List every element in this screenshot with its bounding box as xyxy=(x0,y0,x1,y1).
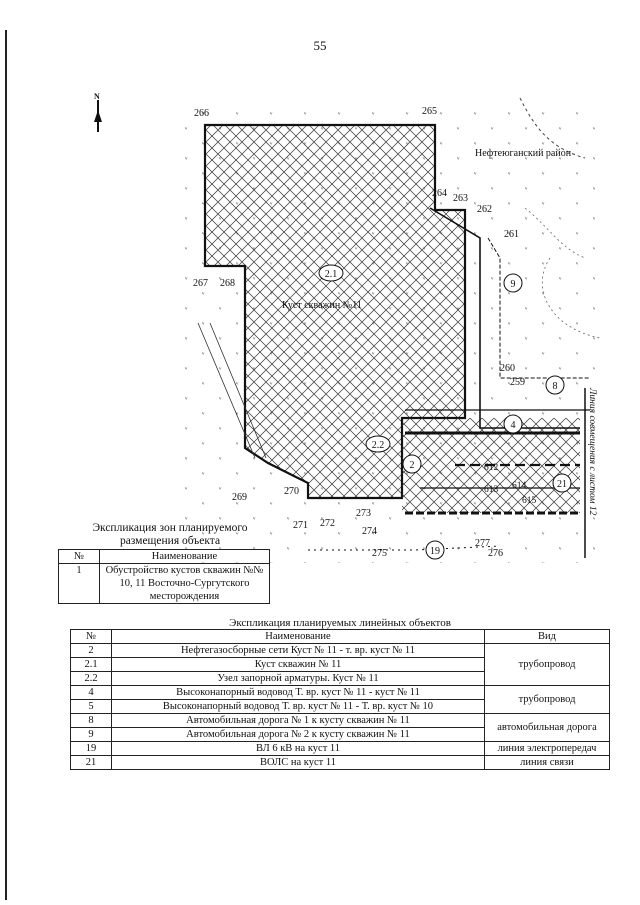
zones-header-row: № Наименование xyxy=(58,549,270,564)
object-4-label: 4 xyxy=(511,420,516,431)
linear-cell-vid: линия связи xyxy=(484,755,610,770)
table-row: 1 Обустройство кустов скважин №№ 10, 11 … xyxy=(58,563,270,604)
point-261: 261 xyxy=(504,229,519,240)
page-edge-rule xyxy=(5,30,7,900)
zones-header-name: Наименование xyxy=(99,549,270,564)
linear-cell-num: 8 xyxy=(70,713,112,728)
linear-caption: Экспликация планируемых линейных объекто… xyxy=(229,617,451,629)
linear-cell-num: 2.2 xyxy=(70,671,112,686)
linear-header-num: № xyxy=(70,629,112,644)
point-262: 262 xyxy=(477,204,492,215)
cluster-label: Куст скважин №11 xyxy=(282,300,362,311)
dashed-contour xyxy=(524,207,601,339)
linear-cell-vid: трубопровод xyxy=(484,685,610,714)
point-277: 277 xyxy=(475,538,490,549)
point-263: 263 xyxy=(453,193,468,204)
zones-header-num: № xyxy=(58,549,100,564)
object-9-label: 9 xyxy=(511,279,516,290)
linear-header-name: Наименование xyxy=(111,629,485,644)
linear-cell-name: Нефтегазосборные сети Куст № 11 - т. вр.… xyxy=(111,643,485,658)
linear-cell-name: Куст скважин № 11 xyxy=(111,657,485,672)
object-21-label: 21 xyxy=(557,479,567,490)
point-273: 273 xyxy=(356,508,371,519)
linear-cell-vid: трубопровод xyxy=(484,643,610,686)
point-276: 276 xyxy=(488,548,503,559)
zones-table: № Наименование 1 Обустройство кустов скв… xyxy=(58,549,270,604)
object-19-label: 19 xyxy=(430,546,440,557)
linear-cell-name: ВОЛС на куст 11 xyxy=(111,755,485,770)
zones-cell-num: 1 xyxy=(58,563,100,604)
object-2-2-label: 2.2 xyxy=(372,440,385,451)
zones-caption: Экспликация зон планируемого размещения … xyxy=(92,522,248,547)
vl-19 xyxy=(308,545,501,551)
linear-cell-num: 19 xyxy=(70,741,112,756)
district-label: Нефтеюганский район xyxy=(475,148,572,159)
line-613-label: 613 xyxy=(484,485,499,495)
sheet-match-label: Линия совмещения с листом 12 xyxy=(587,387,597,516)
zones-cell-name: Обустройство кустов скважин №№ 10, 11 Во… xyxy=(99,563,270,604)
point-274: 274 xyxy=(362,526,377,537)
object-8-label: 8 xyxy=(553,381,558,392)
north-label: N xyxy=(94,92,100,101)
object-2-label: 2 xyxy=(410,460,415,471)
page-number: 55 xyxy=(313,38,327,53)
point-264: 264 xyxy=(432,188,447,199)
point-259: 259 xyxy=(510,377,525,388)
linear-cell-num: 9 xyxy=(70,727,112,742)
linear-cell-name: Автомобильная дорога № 2 к кусту скважин… xyxy=(111,727,485,742)
linear-cell-name: Высоконапорный водовод Т. вр. куст № 11 … xyxy=(111,699,485,714)
linear-header-row: № Наименование Вид xyxy=(70,629,610,644)
point-268: 268 xyxy=(220,278,235,289)
point-265: 265 xyxy=(422,106,437,117)
linear-cell-name: Узел запорной арматуры. Куст № 11 xyxy=(111,671,485,686)
line-612-label: 612 xyxy=(484,463,499,473)
pipeline-2 xyxy=(429,207,580,429)
linear-cell-vid: линия электропередач xyxy=(484,741,610,756)
linear-header-vid: Вид xyxy=(484,629,610,644)
point-266: 266 xyxy=(194,108,209,119)
linear-cell-num: 2 xyxy=(70,643,112,658)
point-272: 272 xyxy=(320,518,335,529)
line-614-label: 614 xyxy=(512,481,527,491)
linear-cell-num: 21 xyxy=(70,755,112,770)
north-arrow-icon xyxy=(94,100,102,132)
road-9 xyxy=(487,237,590,379)
linear-cell-vid: автомобильная дорога xyxy=(484,713,610,742)
linear-cell-num: 4 xyxy=(70,685,112,700)
point-271: 271 xyxy=(293,520,308,531)
cluster-zone xyxy=(203,123,467,500)
point-267: 267 xyxy=(193,278,208,289)
linear-cell-num: 5 xyxy=(70,699,112,714)
linear-cell-name: ВЛ 6 кВ на куст 11 xyxy=(111,741,485,756)
line-615-label: 615 xyxy=(522,496,537,506)
point-270: 270 xyxy=(284,486,299,497)
point-260: 260 xyxy=(500,363,515,374)
point-275: 275 xyxy=(372,548,387,559)
linear-cell-name: Высоконапорный водовод Т. вр. куст № 11 … xyxy=(111,685,485,700)
site-plan-map: ᵥ ᵥ N Нефтеюганский район Куст скважин №… xyxy=(94,92,601,563)
linear-cell-name: Автомобильная дорога № 1 к кусту скважин… xyxy=(111,713,485,728)
object-2-1-label: 2.1 xyxy=(325,269,338,280)
diagonal-lines xyxy=(197,322,267,459)
linear-cell-num: 2.1 xyxy=(70,657,112,672)
point-269: 269 xyxy=(232,492,247,503)
